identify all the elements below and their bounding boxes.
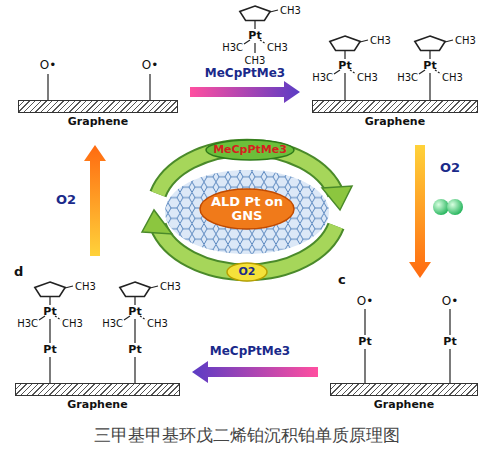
substrate-label: Graphene [18, 115, 178, 128]
atom-label: O• [40, 59, 57, 72]
graphene-lattice [165, 170, 329, 254]
oxygen-molecule [433, 199, 463, 215]
atom-label: Pt [443, 336, 456, 348]
atom-label: Pt [358, 336, 371, 348]
atom-label: CH3 [442, 72, 463, 83]
atom-label: Pt [423, 60, 436, 72]
ellipse-node: ALD Pt on GNS [199, 188, 295, 230]
atom-label: Pt [248, 30, 261, 42]
panel-letter: c [338, 273, 346, 287]
atom-label: CH3 [160, 281, 181, 292]
reagent-label: MeCpPtMe3 [205, 67, 285, 80]
reaction-arrow [190, 81, 300, 103]
ellipse-node: MeCpPtMe3 [205, 139, 295, 161]
graphene-panel: Graphene [15, 268, 180, 415]
substrate-label: Graphene [330, 398, 478, 411]
atom-label: CH3 [455, 35, 476, 46]
graphene-panel: Graphene [312, 55, 478, 133]
figure-caption: 三甲基甲基环戊二烯铂沉积铂单质原理图 [0, 424, 493, 447]
reaction-arrow [84, 145, 106, 256]
reagent-label: O2 [440, 161, 460, 175]
atom-label: H3C [397, 72, 418, 83]
graphene-slab [330, 383, 478, 396]
atom-label: CH3 [147, 318, 168, 329]
ellipse-node: O2 [226, 262, 268, 282]
atom-label: O• [442, 295, 459, 308]
atom-label: H3C [17, 318, 38, 329]
cycle-arrows [142, 148, 352, 273]
panel-letter: d [14, 265, 23, 279]
graphene-sheet [165, 170, 329, 254]
atom-label: O• [142, 59, 159, 72]
atom-label: CH3 [267, 42, 288, 53]
atom-label: H3C [312, 72, 333, 83]
cycle-label: MeCpPtMe3 [212, 144, 288, 156]
atom-label: Pt [43, 306, 56, 318]
atom-label: CH3 [245, 55, 266, 66]
atom-label: Pt [338, 60, 351, 72]
cycle-label: O2 [233, 266, 261, 278]
reaction-arrow [409, 145, 431, 278]
atom-label: Pt [128, 306, 141, 318]
cycle-label: ALD Pt on GNS [206, 195, 288, 224]
reagent-label: MeCpPtMe3 [210, 345, 290, 358]
atom-label: Pt [128, 344, 141, 356]
atom-label: CH3 [280, 5, 301, 16]
bonds [35, 6, 453, 383]
graphene-panel: Graphene [330, 290, 478, 415]
atom-label: CH3 [357, 72, 378, 83]
atom-label: Pt [43, 344, 56, 356]
substrate-label: Graphene [312, 115, 478, 128]
reaction-arrow [192, 361, 318, 383]
graphene-slab [15, 383, 180, 396]
graphene-slab [18, 100, 178, 113]
substrate-label: Graphene [15, 398, 180, 411]
reagent-label: O2 [56, 193, 76, 207]
atom-label: CH3 [75, 281, 96, 292]
atom-label: CH3 [62, 318, 83, 329]
atom-label: CH3 [370, 35, 391, 46]
graphene-slab [312, 100, 478, 113]
atom-label: O• [357, 295, 374, 308]
atom-label: H3C [102, 318, 123, 329]
atom-label: H3C [222, 42, 243, 53]
